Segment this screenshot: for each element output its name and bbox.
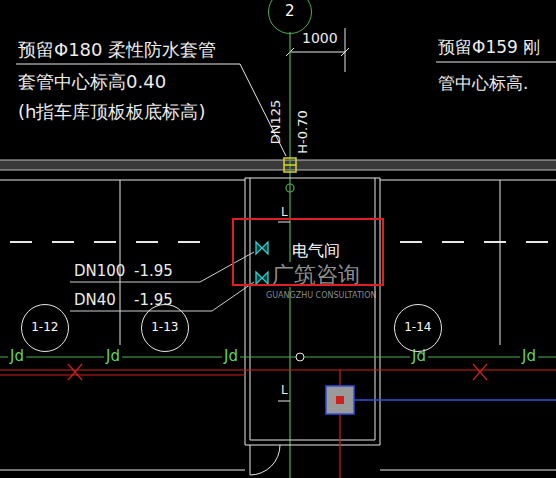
note-text: (h指车库顶板板底标高) (18, 102, 205, 123)
pipe-code: Jd (104, 348, 122, 365)
elevation-text: -1.95 (134, 263, 173, 280)
pipe-size: DN100 (74, 263, 125, 280)
dimension-text: 1000 (302, 30, 338, 46)
pipe-code: Jd (520, 348, 538, 365)
elevation-text: -1.95 (134, 292, 173, 309)
note-text: 套管中心标高0.40 (18, 72, 166, 93)
node-label: 1-13 (151, 321, 178, 335)
node-label: 电气间 (292, 242, 340, 260)
note-text: 预留Φ159 刚 (438, 38, 540, 58)
parking-bubble: 1-13 (141, 304, 189, 352)
pipe-code: Jd (8, 348, 26, 365)
pipe-size: DN40 (74, 292, 116, 309)
pipe-code: Jd (222, 348, 240, 365)
node-label: 2 (285, 3, 295, 20)
elevation-text: H-0.70 (296, 110, 311, 153)
watermark: GUANGZHU CONSULTATION (266, 291, 376, 300)
note-text: 预留Φ180 柔性防水套管 (18, 40, 216, 61)
axis-bubble: 2 (268, 0, 312, 34)
watermark: 广筑咨询 (270, 262, 362, 287)
node-label: 1-12 (31, 321, 58, 335)
parking-bubble: 1-12 (21, 304, 69, 352)
room-highlight: 电气间 (232, 218, 384, 286)
pipe-mark: L (281, 384, 288, 398)
pipe-size: DN125 (269, 100, 284, 145)
pipe-code: Jd (410, 348, 428, 365)
node-label: 1-14 (404, 321, 431, 335)
note-text: 管中心标高. (438, 74, 528, 94)
parking-bubble: 1-14 (394, 304, 442, 352)
